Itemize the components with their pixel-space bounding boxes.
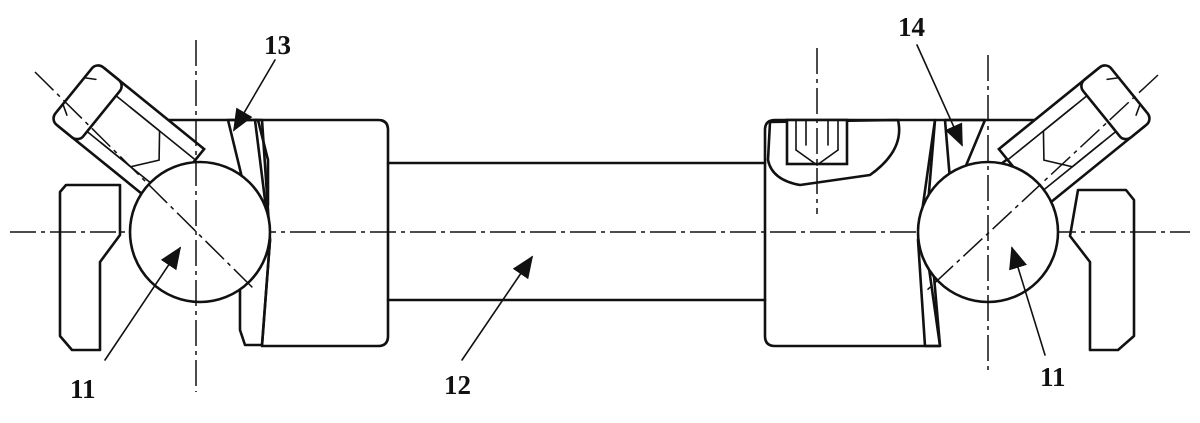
- right-assembly: [763, 48, 1159, 372]
- leader-left-hub: [233, 59, 276, 132]
- leader-shaft: [461, 255, 534, 361]
- left-housing-outer: [58, 183, 122, 352]
- label-shaft: 12: [444, 370, 471, 400]
- label-left-ball: 11: [70, 374, 96, 404]
- label-right-ball: 11: [1040, 362, 1066, 392]
- leader-left-ball: [104, 246, 182, 361]
- right-hub-body: [763, 118, 942, 348]
- leader-right-hub: [916, 44, 963, 147]
- right-hub-14: [916, 118, 987, 348]
- right-hub-top-section: [766, 118, 901, 187]
- leader-right-ball: [1009, 246, 1046, 356]
- shaft-12: [386, 161, 767, 302]
- left-hub-body: [253, 118, 390, 348]
- right-diagonal-centerline: [924, 74, 1159, 293]
- right-housing-top: [943, 118, 1042, 182]
- left-ball-11: [128, 160, 272, 304]
- left-diagonal-centerline: [34, 71, 256, 291]
- label-right-hub: 14: [898, 12, 925, 42]
- label-left-hub: 13: [264, 30, 291, 60]
- left-assembly: [34, 40, 390, 392]
- right-housing-outer: [1068, 188, 1136, 352]
